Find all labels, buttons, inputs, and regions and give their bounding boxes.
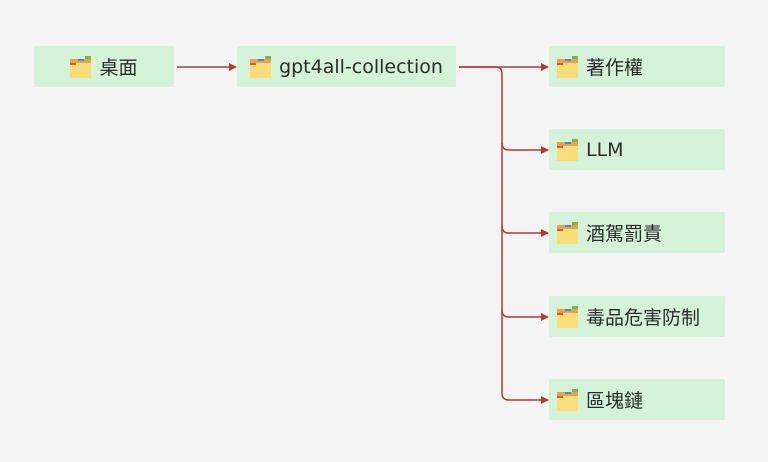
node-label: 著作權 [586, 57, 644, 79]
node-label: 區塊鏈 [586, 390, 644, 412]
node-label: 桌面 [99, 57, 138, 79]
folder-icon [557, 388, 578, 411]
folder-icon [557, 221, 578, 244]
node-child[interactable]: 毒品危害防制 [549, 296, 725, 337]
node-label: LLM [586, 138, 624, 161]
node-label: gpt4all-collection [279, 55, 443, 78]
node-middle[interactable]: gpt4all-collection [237, 46, 456, 87]
node-root[interactable]: 桌面 [34, 46, 174, 87]
folder-icon [557, 138, 578, 161]
node-label: 酒駕罰責 [586, 223, 663, 245]
folder-icon [250, 55, 272, 78]
node-child[interactable]: 區塊鏈 [549, 379, 725, 420]
edge-trunk [459, 66, 503, 393]
folder-icon [557, 55, 578, 78]
node-child[interactable]: LLM [549, 129, 725, 170]
folder-icon [557, 305, 578, 328]
edge-middle-child-4 [501, 309, 549, 321]
edge-middle-child-2 [501, 142, 549, 154]
folder-icon [70, 55, 92, 78]
node-child[interactable]: 著作權 [549, 46, 725, 87]
node-child[interactable]: 酒駕罰責 [549, 212, 725, 253]
edge-middle-child-3 [501, 225, 549, 237]
node-label: 毒品危害防制 [586, 307, 701, 329]
edge-middle-child-5 [501, 392, 549, 404]
